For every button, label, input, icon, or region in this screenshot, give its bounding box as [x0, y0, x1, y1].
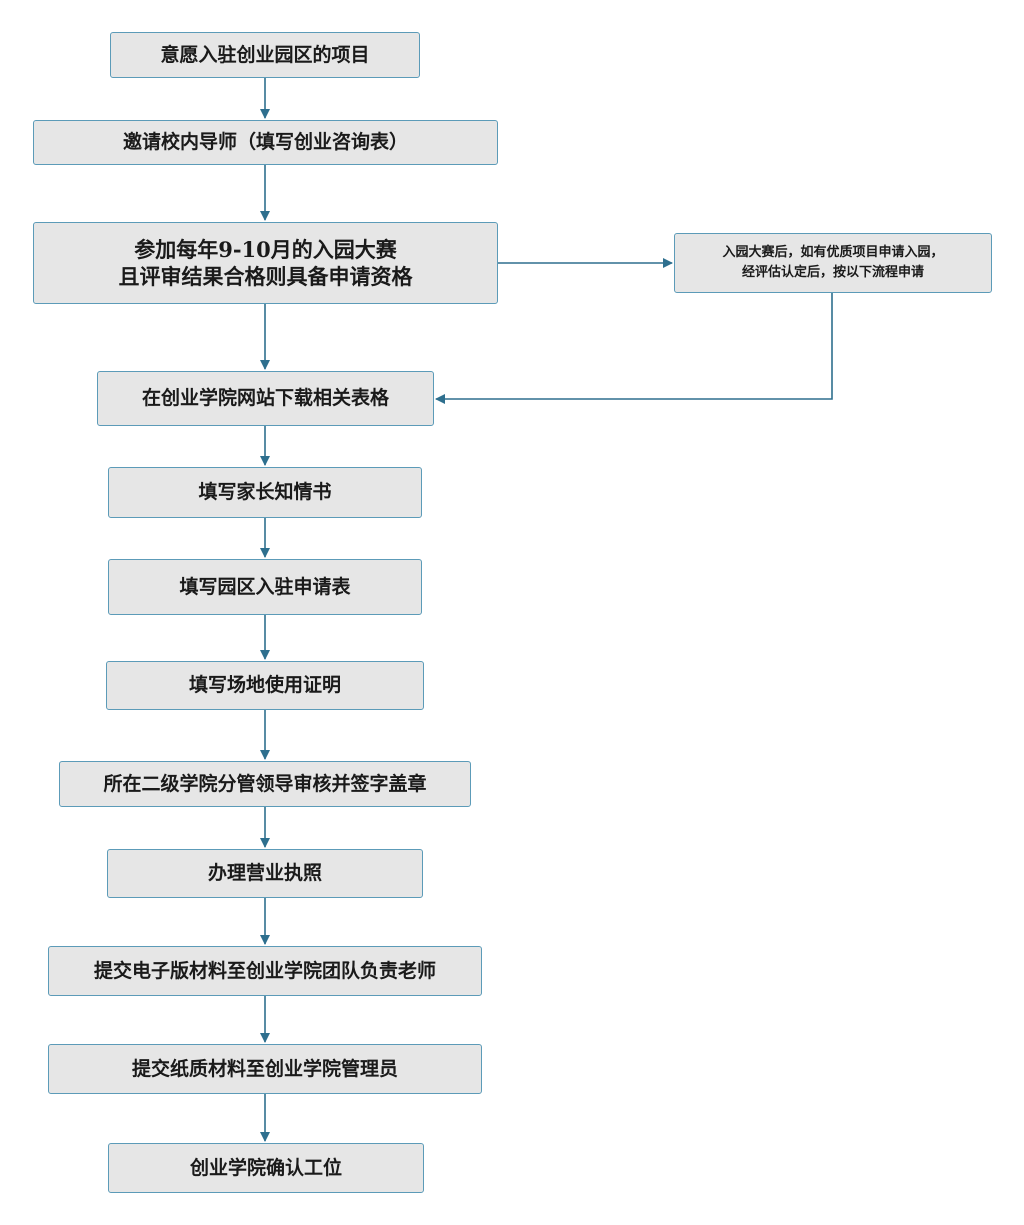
step-3-line-1: 参加每年9-10月的入园大赛 [134, 236, 397, 262]
step-3-line-2: 且评审结果合格则具备申请资格 [118, 264, 413, 289]
side-note-line-1: 入园大赛后，如有优质项目申请入园， [722, 244, 944, 260]
step-8-box: 所在二级学院分管领导审核并签字盖章 [59, 761, 471, 807]
step-10-text: 提交电子版材料至创业学院团队负责老师 [93, 959, 436, 982]
side-note-line-2: 经评估认定后，按以下流程申请 [741, 265, 924, 280]
step-11-text: 提交纸质材料至创业学院管理员 [131, 1057, 398, 1080]
step-4-text: 在创业学院网站下载相关表格 [141, 387, 389, 410]
step-7-text: 填写场地使用证明 [188, 674, 341, 697]
step-9-box: 办理营业执照 [107, 849, 423, 898]
step-6-box: 填写园区入驻申请表 [108, 559, 422, 615]
side-note-box: 入园大赛后，如有优质项目申请入园， 经评估认定后，按以下流程申请 [674, 233, 992, 293]
step-5-text: 填写家长知情书 [198, 481, 332, 504]
step-7-box: 填写场地使用证明 [106, 661, 424, 710]
step-4-box: 在创业学院网站下载相关表格 [97, 371, 434, 426]
step-11-box: 提交纸质材料至创业学院管理员 [48, 1044, 482, 1094]
step-12-box: 创业学院确认工位 [108, 1143, 424, 1193]
step-2-box: 邀请校内导师（填写创业咨询表） [33, 120, 498, 165]
step-2-text: 邀请校内导师（填写创业咨询表） [122, 131, 408, 154]
step-9-text: 办理营业执照 [207, 862, 322, 885]
step-10-box: 提交电子版材料至创业学院团队负责老师 [48, 946, 482, 996]
step-12-text: 创业学院确认工位 [189, 1156, 342, 1179]
step-6-text: 填写园区入驻申请表 [179, 575, 351, 598]
step-5-box: 填写家长知情书 [108, 467, 422, 518]
arrow-sidenote-s4 [435, 293, 833, 404]
step-8-text: 所在二级学院分管领导审核并签字盖章 [103, 772, 427, 795]
step-1-box: 意愿入驻创业园区的项目 [110, 32, 420, 78]
step-3-box: 参加每年9-10月的入园大赛 且评审结果合格则具备申请资格 [33, 222, 498, 304]
step-1-text: 意愿入驻创业园区的项目 [160, 43, 370, 66]
